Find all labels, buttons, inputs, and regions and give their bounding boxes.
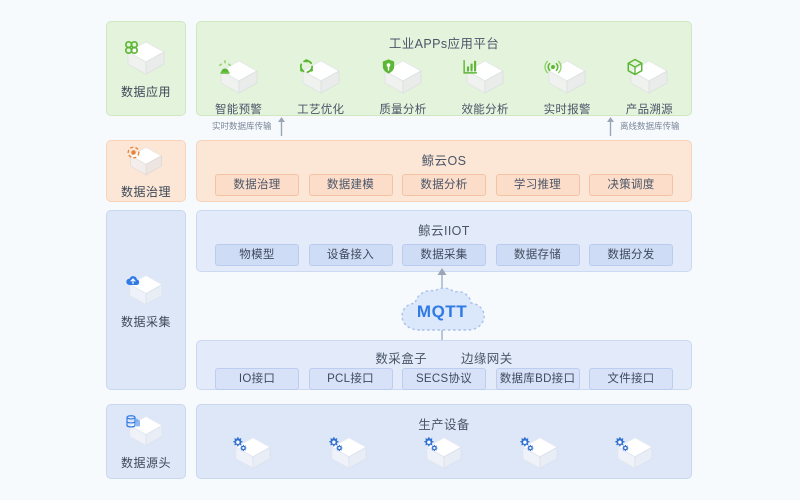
cube-box-icon: [626, 56, 672, 98]
module-chip[interactable]: SECS协议: [402, 368, 486, 390]
arrow-up-icon: [607, 117, 614, 136]
sidebar-label: 数据应用: [120, 85, 171, 99]
app-item-intelligent-warning[interactable]: 智能预警: [215, 56, 262, 117]
panel-jingyun-os: 鲸云OS 数据治理 数据建模 数据分析 学习推理 决策调度: [196, 140, 692, 202]
device-item[interactable]: [231, 433, 275, 473]
device-item[interactable]: [613, 433, 657, 473]
gears-cube-icon: [518, 433, 562, 473]
app-item-product-traceability[interactable]: 产品溯源: [626, 56, 673, 117]
app-item-efficiency-analysis[interactable]: 效能分析: [461, 56, 508, 117]
device-icon-row: [231, 433, 657, 473]
sidebar-label: 数据治理: [120, 184, 171, 199]
sidebar-data-governance[interactable]: 数据治理: [106, 140, 186, 202]
transport-label: 实时数据库传输: [212, 121, 272, 131]
module-chip[interactable]: 数据建模: [308, 174, 393, 196]
panel-title-jingyun-iiot: 鲸云IIOT: [418, 224, 470, 238]
gateway-title-box: 数采盒子: [375, 352, 427, 366]
device-item[interactable]: [422, 433, 466, 473]
shield-check-icon: [380, 56, 426, 98]
app-label: 效能分析: [461, 104, 509, 116]
sidebar-data-source[interactable]: 数据源头: [106, 404, 186, 479]
app-label: 工艺优化: [297, 104, 345, 116]
gears-cube-icon: [231, 433, 275, 473]
module-chip[interactable]: 数据库BD接口: [495, 368, 580, 390]
module-chip[interactable]: 学习推理: [495, 174, 580, 196]
app-label: 智能预警: [215, 104, 263, 116]
transport-offline-db: 离线数据库传输: [606, 116, 680, 136]
module-chip[interactable]: 数据治理: [215, 174, 299, 196]
arrow-up-icon: [277, 117, 285, 136]
connector-gateway-to-cloud: [441, 330, 443, 344]
gateway-module-row: IO接口 PCL接口 SECS协议 数据库BD接口 文件接口: [215, 368, 673, 390]
clover-cube-icon: [123, 37, 169, 79]
app-label: 产品溯源: [625, 104, 673, 116]
module-chip[interactable]: 设备接入: [308, 244, 393, 266]
arrow-up-icon: [437, 268, 447, 275]
module-chip[interactable]: 文件接口: [589, 368, 673, 390]
transport-label: 离线数据库传输: [620, 121, 680, 131]
module-chip[interactable]: 数据分析: [402, 174, 486, 196]
panel-title-edge-gateway: 数采盒子 边缘网关: [197, 348, 691, 367]
app-item-quality-analysis[interactable]: 质量分析: [379, 56, 426, 117]
panel-production-equipment: 生产设备: [196, 404, 692, 479]
sidebar-data-application[interactable]: 数据应用: [106, 21, 186, 116]
app-label: 实时报警: [543, 104, 591, 116]
app-item-realtime-alarm[interactable]: 实时报警: [544, 56, 591, 117]
panel-industrial-apps: 工业APPs应用平台: [196, 21, 692, 116]
alarm-light-icon: [216, 56, 262, 98]
sidebar-label: 数据源头: [120, 456, 171, 470]
bar-chart-icon: [462, 56, 508, 98]
transport-realtime-db: 实时数据库传输: [212, 116, 286, 136]
iiot-module-row: 物模型 设备接入 数据采集 数据存储 数据分发: [215, 244, 673, 266]
panel-jingyun-iiot: 鲸云IIOT 物模型 设备接入 数据采集 数据存储 数据分发: [196, 210, 692, 272]
sidebar-data-collection[interactable]: 数据采集: [106, 210, 186, 390]
panel-title-industrial-apps: 工业APPs应用平台: [388, 37, 500, 51]
app-label: 质量分析: [379, 104, 427, 116]
device-item[interactable]: [327, 433, 371, 473]
connector-cloud-to-iiot: [441, 272, 443, 288]
panel-title-production-equipment: 生产设备: [418, 418, 470, 432]
governance-module-row: 数据治理 数据建模 数据分析 学习推理 决策调度: [215, 174, 673, 196]
gateway-title-gateway: 边缘网关: [461, 352, 513, 366]
gears-cube-icon: [422, 433, 466, 473]
sidebar-label: 数据采集: [120, 314, 171, 329]
cloud-upload-cube-icon: [125, 271, 167, 309]
app-icon-row: 智能预警: [215, 56, 673, 117]
gear-target-cube-icon: [126, 143, 166, 179]
module-chip[interactable]: 数据采集: [402, 244, 486, 266]
signal-broadcast-icon: [544, 56, 590, 98]
app-item-process-optimization[interactable]: 工艺优化: [297, 56, 344, 117]
module-chip[interactable]: IO接口: [215, 368, 299, 390]
gears-cube-icon: [327, 433, 371, 473]
mqtt-label: MQTT: [416, 302, 468, 321]
gears-cube-icon: [613, 433, 657, 473]
module-chip[interactable]: 物模型: [215, 244, 299, 266]
mqtt-cloud: MQTT: [396, 286, 488, 336]
module-chip[interactable]: 数据分发: [589, 244, 673, 266]
recycle-arrows-icon: [298, 56, 344, 98]
database-cube-icon: [125, 412, 167, 450]
module-chip[interactable]: 数据存储: [495, 244, 580, 266]
module-chip[interactable]: PCL接口: [308, 368, 393, 390]
device-item[interactable]: [518, 433, 562, 473]
module-chip[interactable]: 决策调度: [589, 174, 673, 196]
panel-edge-gateway: 数采盒子 边缘网关 IO接口 PCL接口 SECS协议 数据库BD接口 文件接口: [196, 340, 692, 390]
panel-title-jingyun-os: 鲸云OS: [421, 154, 467, 168]
